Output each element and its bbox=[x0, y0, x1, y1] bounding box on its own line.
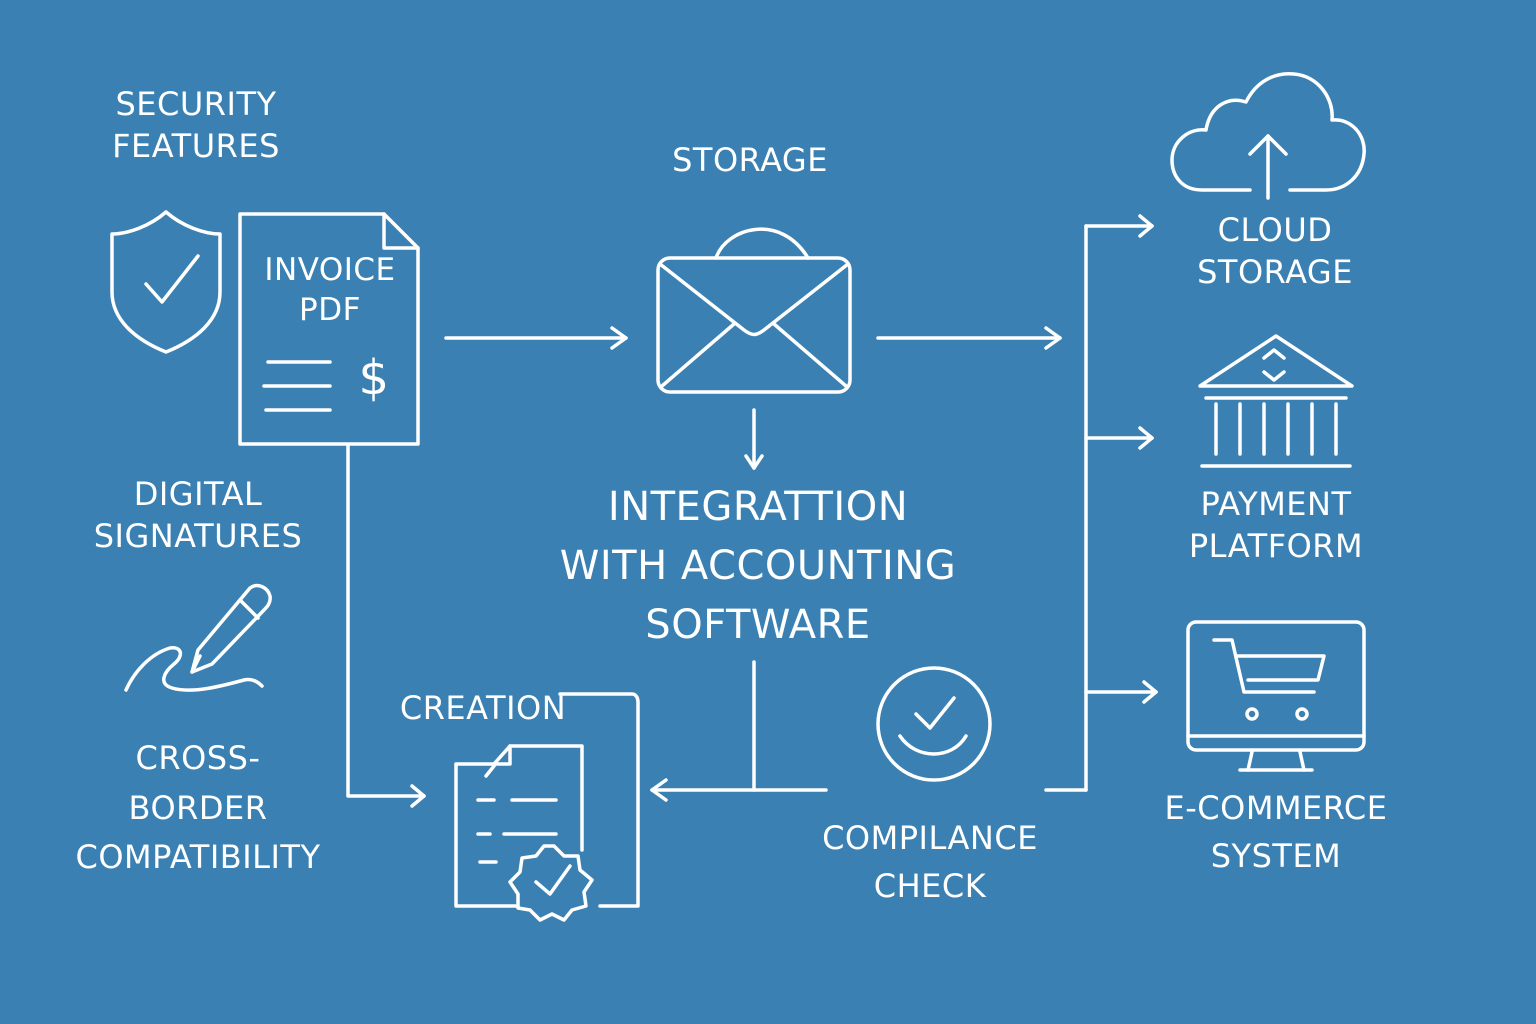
cloud-upload-icon bbox=[1170, 72, 1366, 200]
compliance-check-line-1: COMPILANCE bbox=[822, 819, 1038, 857]
compliance-check-line-2: CHECK bbox=[873, 867, 987, 905]
cross-border-line-3: COMPATIBILITY bbox=[75, 838, 321, 877]
cross-border-label: CROSS- BORDER COMPATIBILITY bbox=[48, 734, 348, 883]
invoice-document-icon bbox=[238, 212, 420, 446]
invoice-pdf-label: INVOICE PDF bbox=[250, 250, 410, 331]
cloud-storage-line-1: CLOUD bbox=[1217, 211, 1333, 249]
digital-signatures-line-2: SIGNATURES bbox=[93, 516, 303, 555]
integration-label: INTEGRATTION WITH ACCOUNTING SOFTWARE bbox=[520, 478, 996, 656]
arrow-storage-to-integration bbox=[744, 408, 764, 470]
dollar-sign: $ bbox=[358, 350, 390, 406]
arrow-invoice-to-creation bbox=[346, 444, 426, 808]
arrow-invoice-to-storage bbox=[444, 326, 628, 350]
invoice-pdf-line-2: PDF bbox=[299, 292, 361, 329]
output-bus bbox=[1044, 214, 1158, 792]
ecommerce-system-line-1: E-COMMERCE bbox=[1164, 789, 1388, 827]
ecommerce-system-line-2: SYSTEM bbox=[1210, 837, 1342, 875]
creation-label: CREATION bbox=[399, 689, 567, 727]
check-circle-icon bbox=[876, 666, 992, 782]
security-features-line-1: SECURITY bbox=[115, 85, 277, 123]
integration-line-2: WITH ACCOUNTING bbox=[559, 543, 957, 590]
shield-check-icon bbox=[110, 210, 222, 354]
payment-platform-line-2: PLATFORM bbox=[1188, 526, 1364, 565]
certificate-document-icon bbox=[454, 692, 640, 922]
security-features-line-2: FEATURES bbox=[112, 126, 280, 165]
payment-platform-label: PAYMENT PLATFORM bbox=[1166, 484, 1386, 567]
digital-signatures-label: DIGITAL SIGNATURES bbox=[78, 474, 318, 557]
shopping-cart-monitor-icon bbox=[1186, 620, 1366, 772]
cross-border-line-1: CROSS- bbox=[135, 739, 261, 777]
cloud-storage-line-2: STORAGE bbox=[1197, 252, 1353, 291]
arrow-integration-to-creation bbox=[650, 660, 828, 802]
pen-signature-icon bbox=[124, 583, 272, 692]
storage-label: STORAGE bbox=[672, 141, 828, 179]
arrow-storage-to-outputs bbox=[876, 326, 1062, 350]
bank-icon bbox=[1198, 334, 1354, 468]
ecommerce-system-label: E-COMMERCE SYSTEM bbox=[1136, 784, 1416, 880]
envelope-icon bbox=[656, 227, 852, 394]
security-features-label: SECURITY FEATURES bbox=[96, 84, 296, 167]
compliance-check-label: COMPILANCE CHECK bbox=[796, 814, 1064, 910]
invoice-pdf-line-1: INVOICE bbox=[264, 252, 396, 288]
cloud-storage-label: CLOUD STORAGE bbox=[1170, 210, 1380, 293]
integration-line-3: SOFTWARE bbox=[645, 602, 871, 649]
integration-line-1: INTEGRATTION bbox=[607, 484, 909, 530]
payment-platform-line-1: PAYMENT bbox=[1200, 485, 1352, 523]
digital-signatures-line-1: DIGITAL bbox=[133, 475, 263, 513]
cross-border-line-2: BORDER bbox=[128, 788, 268, 827]
